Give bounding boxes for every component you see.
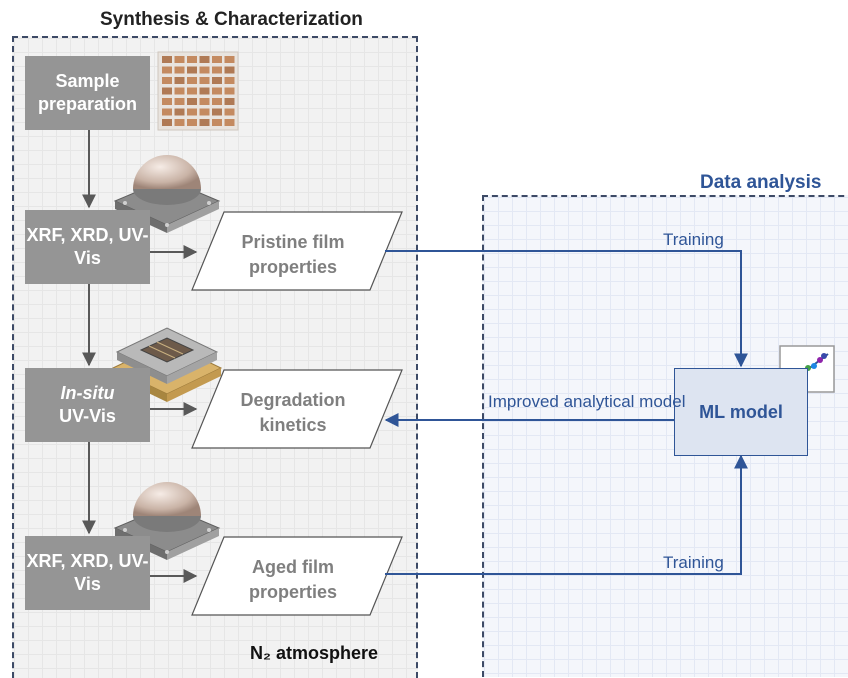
sample-preparation-box: Sample preparation xyxy=(25,56,150,130)
sample-cell xyxy=(187,98,197,105)
sample-cell xyxy=(199,108,210,116)
sample-cell xyxy=(162,77,172,84)
sample-cell xyxy=(162,108,172,116)
sample-cell xyxy=(224,66,235,74)
sample-cell xyxy=(212,108,222,116)
pristine-film-label: Pristine film properties xyxy=(241,232,345,277)
aged-output-shape xyxy=(191,536,403,616)
sample-cell xyxy=(162,87,172,95)
sample-cell xyxy=(187,108,197,116)
sample-cell xyxy=(174,66,185,74)
sample-grid-icon xyxy=(157,51,239,131)
dome-chamber-icon xyxy=(113,155,221,233)
sample-cell xyxy=(174,56,185,63)
xrf-xrd-uvvis-box-2: XRF, XRD, UV-Vis xyxy=(25,536,150,610)
training-label-bottom: Training xyxy=(663,553,724,572)
ml-model-label: ML model xyxy=(699,401,783,422)
sample-cell xyxy=(199,98,210,105)
sample-cell xyxy=(162,119,172,126)
sample-cell xyxy=(212,98,222,105)
pristine-output-shape xyxy=(191,211,403,291)
sample-cell xyxy=(224,108,235,116)
sample-cell xyxy=(187,77,197,84)
sample-cell xyxy=(187,66,197,74)
synthesis-title: Synthesis & Characterization xyxy=(100,9,363,30)
data-analysis-title: Data analysis xyxy=(700,172,822,193)
sample-cell xyxy=(224,98,235,105)
sample-cell xyxy=(187,87,197,95)
sample-cell xyxy=(224,87,235,95)
training-label-top: Training xyxy=(663,230,724,249)
sample-cell xyxy=(199,87,210,95)
sample-cell xyxy=(212,77,222,84)
sample-cell xyxy=(212,56,222,63)
sample-cell xyxy=(224,119,235,126)
uvvis-label: UV-Vis xyxy=(59,406,116,426)
xrf-xrd-uvvis-label-1: XRF, XRD, UV-Vis xyxy=(26,225,149,268)
xrf-xrd-uvvis-box-1: XRF, XRD, UV-Vis xyxy=(25,210,150,284)
sample-cell xyxy=(174,98,185,105)
sample-cell xyxy=(162,56,172,63)
sample-cell xyxy=(187,56,197,63)
insitu-chamber-icon xyxy=(111,327,223,402)
degradation-output-shape xyxy=(191,369,403,449)
sample-cell xyxy=(224,77,235,84)
sample-cell xyxy=(199,119,210,126)
insitu-italic-label: In-situ xyxy=(60,383,115,403)
sample-cell xyxy=(224,56,235,63)
xrf-xrd-uvvis-label-2: XRF, XRD, UV-Vis xyxy=(26,551,149,594)
sample-cell xyxy=(162,66,172,74)
aged-film-label: Aged film properties xyxy=(248,557,338,602)
dome-chamber-icon xyxy=(113,482,221,560)
sample-cell xyxy=(174,108,185,116)
degradation-kinetics-label: Degradation kinetics xyxy=(240,390,346,435)
atmosphere-label: N₂ atmosphere xyxy=(250,643,379,663)
sample-cell xyxy=(212,66,222,74)
sample-cell xyxy=(174,77,185,84)
sample-preparation-label: Sample preparation xyxy=(37,71,138,114)
sample-cell xyxy=(187,119,197,126)
sample-cell xyxy=(199,77,210,84)
sample-cell xyxy=(174,119,185,126)
training-arrow-top xyxy=(385,250,748,368)
training-arrow-bottom xyxy=(385,454,748,575)
ml-model-box: ML model xyxy=(674,368,808,456)
sample-cell xyxy=(212,119,222,126)
improved-model-label: Improved analytical model xyxy=(488,392,686,411)
sample-cell xyxy=(174,87,185,95)
sample-cell xyxy=(212,87,222,95)
sample-cell xyxy=(162,98,172,105)
sample-cell xyxy=(199,66,210,74)
sample-cell xyxy=(199,56,210,63)
